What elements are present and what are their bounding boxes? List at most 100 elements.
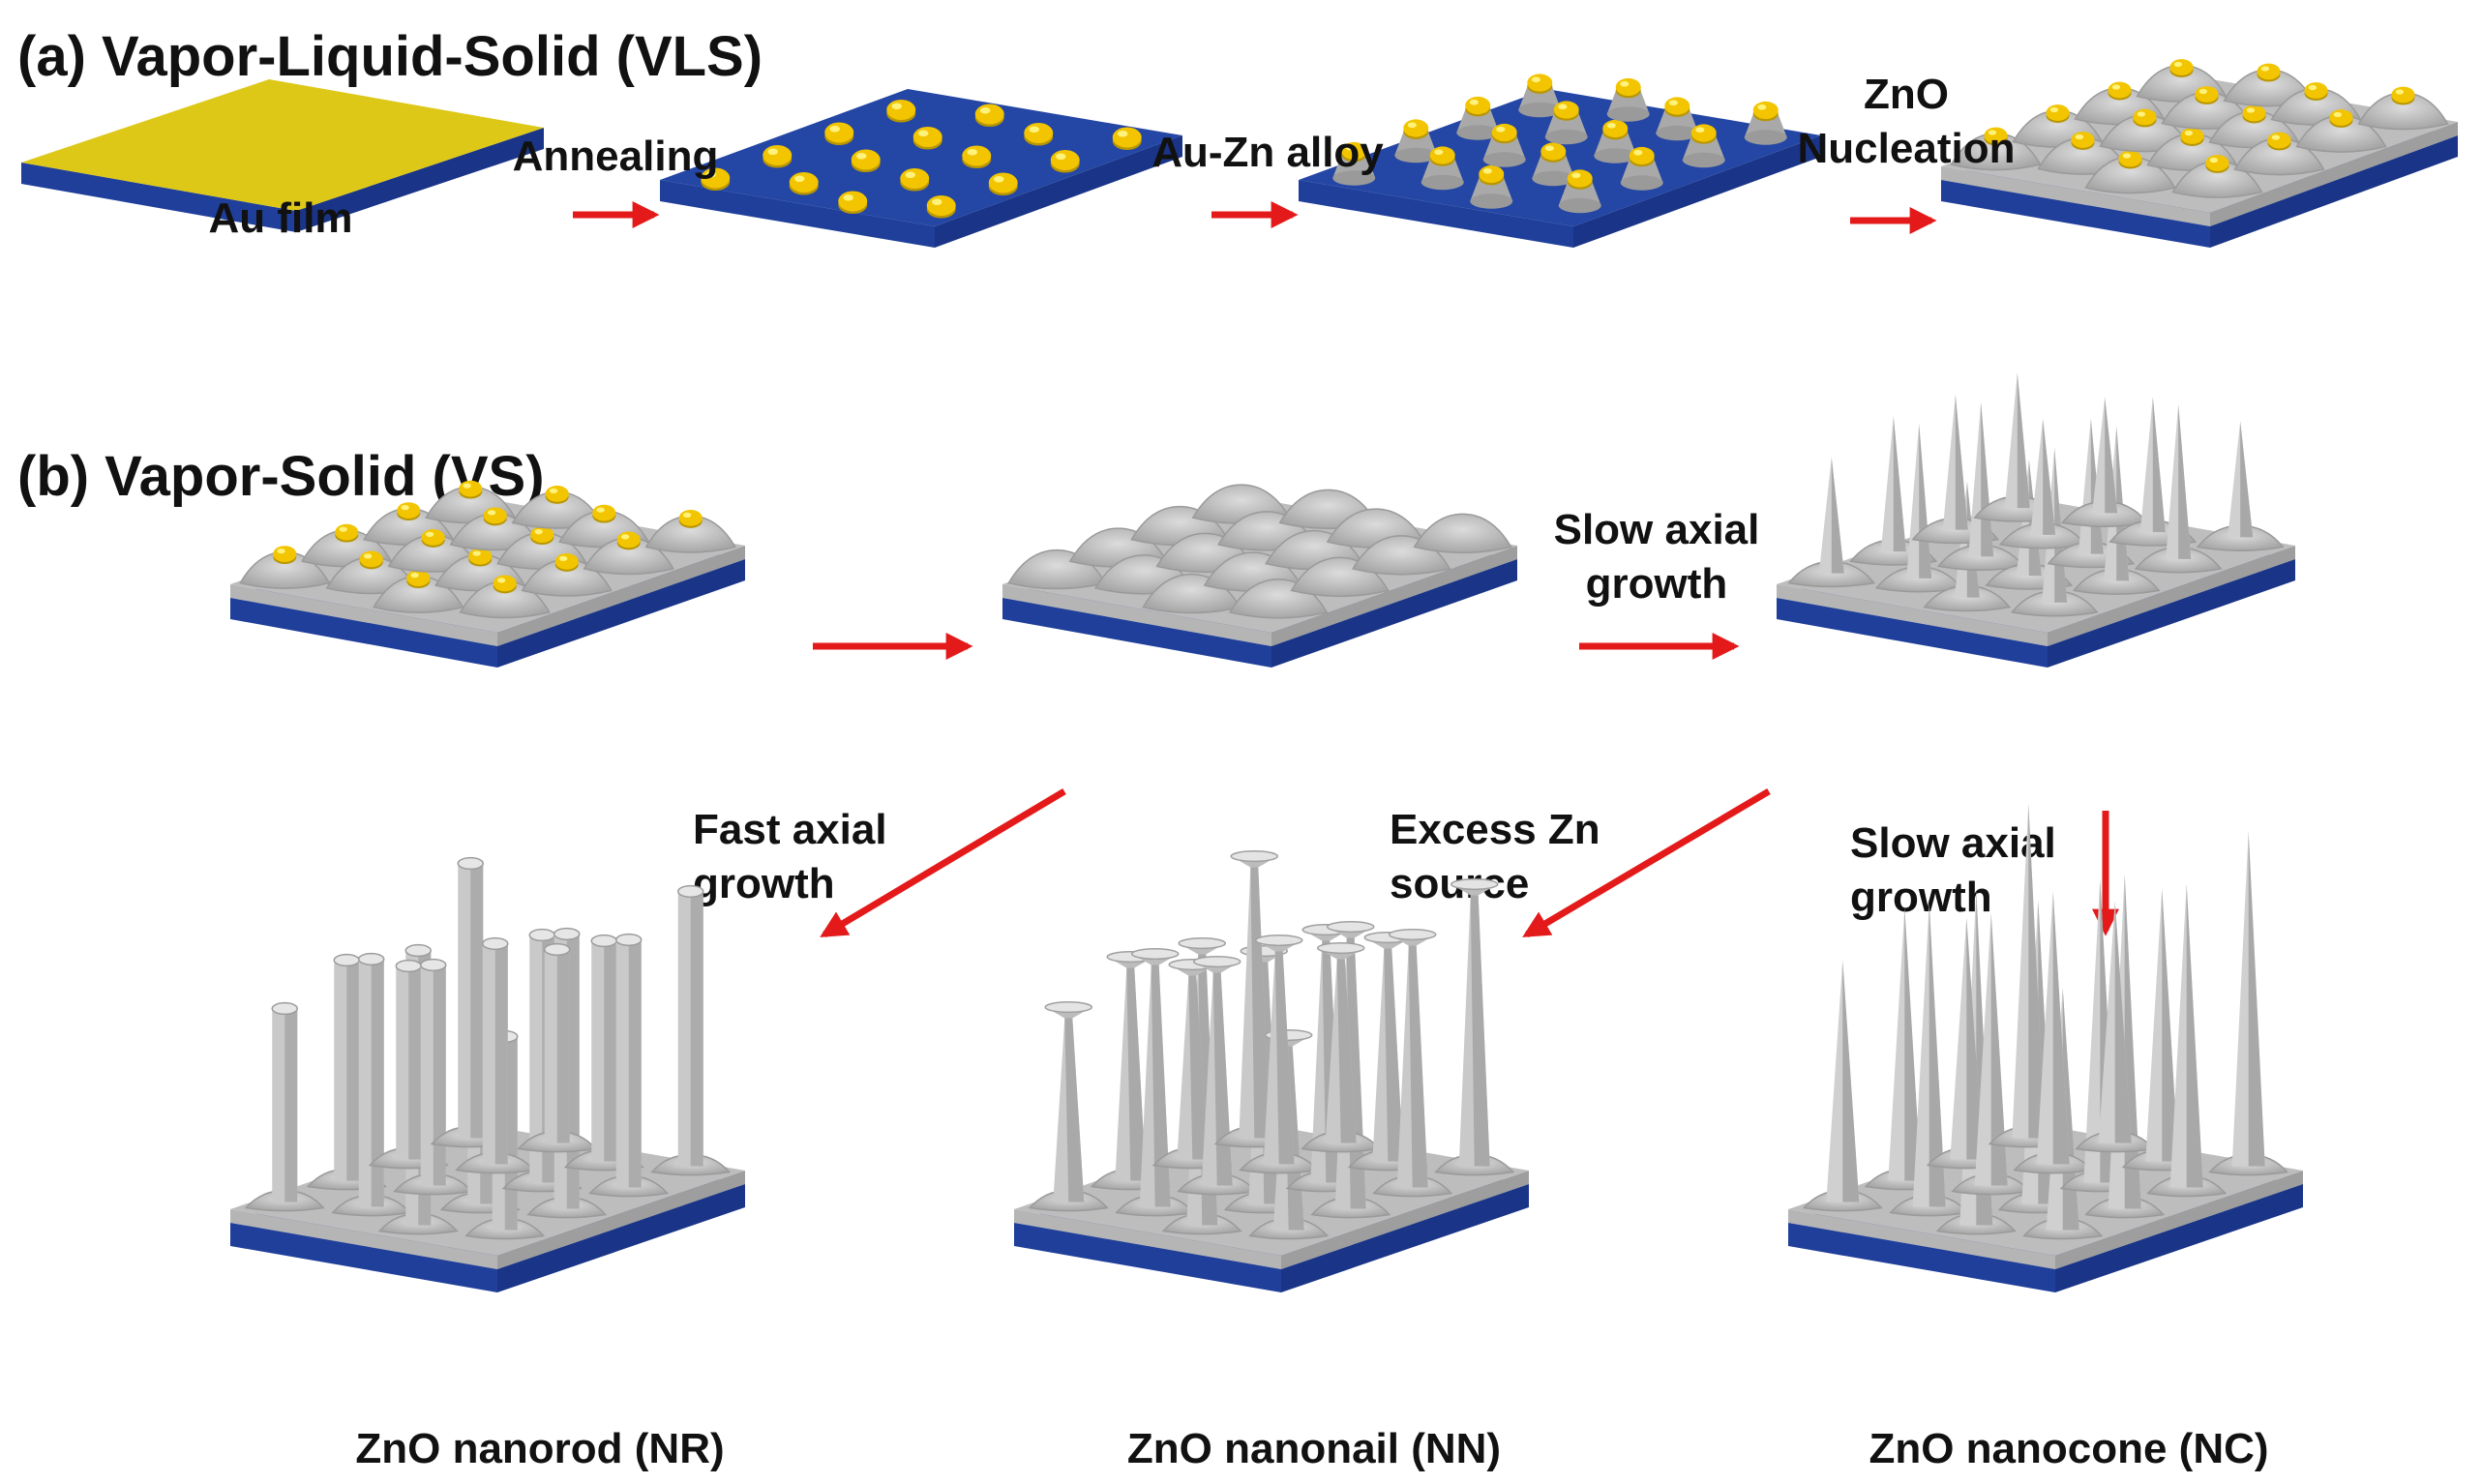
au-droplet	[1553, 101, 1579, 119]
nanorod-top	[419, 958, 447, 972]
substrate-side-right	[2048, 559, 2295, 668]
nanorod-shade	[371, 959, 384, 1207]
section-a-title: (a) Vapor-Liquid-Solid (VLS)	[17, 25, 763, 88]
slow-axial-right-line1: Slow axial	[1850, 819, 2056, 867]
zno-mound-substrate	[1002, 484, 1517, 668]
au-droplet-highlight	[979, 106, 991, 114]
nanorod-shade	[604, 940, 617, 1162]
au-droplet	[1664, 97, 1690, 115]
au-droplet-highlight	[905, 171, 916, 179]
substrate-side-left	[660, 180, 935, 248]
zno-mound	[2060, 500, 2149, 527]
zno-nanorod-array	[230, 856, 745, 1292]
au-droplet	[763, 145, 792, 166]
au-droplet	[459, 480, 483, 497]
zno-nucleation-label-line1: ZnO	[1864, 71, 1949, 118]
nanonail-stem-shade	[1408, 945, 1428, 1188]
au-droplet	[1602, 119, 1629, 138]
alloy-frustum-base	[1394, 147, 1438, 163]
au-droplet	[1690, 124, 1717, 142]
nanorod-shade	[470, 863, 484, 1139]
short-cone-substrate	[1777, 372, 2295, 668]
alloy-frustum-base	[1656, 125, 1699, 141]
substrate-side-left	[21, 163, 296, 232]
substrate-side-right	[2210, 135, 2458, 248]
au-zn-alloy-substrate	[1299, 74, 1821, 248]
nanonail-stem-shade	[1470, 895, 1490, 1167]
nanocone-shade	[2178, 403, 2192, 559]
au-droplet	[1479, 164, 1505, 184]
au-droplet	[2118, 150, 2142, 167]
zno-mound	[1923, 584, 2012, 612]
au-droplet-highlight	[1620, 80, 1630, 87]
au-droplet-highlight	[1496, 126, 1506, 133]
nanonail-stem-shade	[1274, 951, 1295, 1165]
au-droplet	[468, 548, 493, 565]
au-droplet	[545, 486, 569, 502]
nanonail-stem-shade	[1250, 867, 1271, 1139]
au-droplet	[1465, 96, 1491, 115]
nanocone-shade	[2043, 418, 2056, 535]
au-droplet-highlight	[1988, 130, 1997, 135]
annealing-label: Annealing	[513, 133, 719, 180]
alloy-frustum-base	[1420, 174, 1464, 191]
zno-layer-right	[2055, 1171, 2303, 1269]
zno-layer-right	[1271, 546, 1517, 646]
au-droplet-highlight	[705, 170, 717, 178]
nanocone-shade	[1990, 912, 2008, 1186]
au-droplet-highlight	[1531, 76, 1540, 83]
au-droplet	[530, 526, 554, 543]
nanonail-cap-top	[1178, 937, 1227, 950]
nanorod-top	[404, 943, 433, 958]
au-droplet	[1112, 127, 1142, 148]
au-droplet	[2391, 86, 2415, 104]
substrate-side-right	[2055, 1184, 2303, 1292]
au-droplet	[912, 126, 942, 147]
au-droplet-highlight	[2111, 84, 2121, 90]
au-droplet-highlight	[1482, 167, 1492, 174]
au-droplet-highlight	[1469, 99, 1479, 105]
au-droplet-highlight	[496, 578, 506, 583]
au-droplet	[397, 502, 421, 519]
au-droplet-highlight	[855, 152, 867, 160]
substrate-side-right	[935, 135, 1182, 248]
au-droplet-highlight	[1757, 104, 1767, 110]
alloy-frustum-base	[1456, 125, 1500, 140]
au-droplet-highlight	[1345, 144, 1355, 151]
nanocone-shade	[2186, 883, 2203, 1188]
au-droplet-highlight	[401, 504, 409, 511]
au-droplet	[2267, 132, 2291, 149]
nanorod-top	[271, 1001, 299, 1016]
au-droplet-highlight	[463, 483, 471, 489]
au-droplet-highlight	[1029, 126, 1040, 134]
nanocone-shade	[2052, 891, 2070, 1165]
nanocone-shade	[2152, 397, 2166, 533]
nanorod-top	[333, 953, 361, 967]
nanonail-cap-top	[1130, 948, 1180, 961]
alloy-frustum-base	[1482, 152, 1526, 167]
nanocone-shade	[2105, 397, 2118, 514]
au-droplet-highlight	[767, 148, 779, 156]
nanonail-cap-top	[1192, 956, 1241, 968]
au-droplet-highlight	[410, 572, 419, 579]
au-droplet	[824, 122, 854, 143]
au-droplet-highlight	[2184, 130, 2194, 136]
zno-mound	[644, 515, 736, 553]
au-droplet-highlight	[596, 507, 605, 513]
au-droplet-highlight	[1558, 104, 1568, 110]
nanonail-cap-top	[1450, 878, 1499, 891]
fast-axial-line2: growth	[693, 860, 835, 907]
zno-layer-right	[1281, 1171, 1529, 1269]
substrate-side-left	[1777, 598, 2048, 668]
au-droplet-highlight	[2173, 61, 2183, 68]
au-droplet-highlight	[2308, 84, 2318, 91]
au-droplet-highlight	[2260, 66, 2270, 72]
au-droplet-highlight	[1606, 122, 1616, 129]
au-droplet-highlight	[2198, 88, 2208, 95]
au-droplet	[838, 191, 868, 212]
au-droplet	[1050, 149, 1080, 170]
au-droplet-highlight	[2209, 157, 2219, 163]
nanocone-shade	[1893, 416, 1906, 552]
au-droplet-highlight	[843, 193, 854, 201]
